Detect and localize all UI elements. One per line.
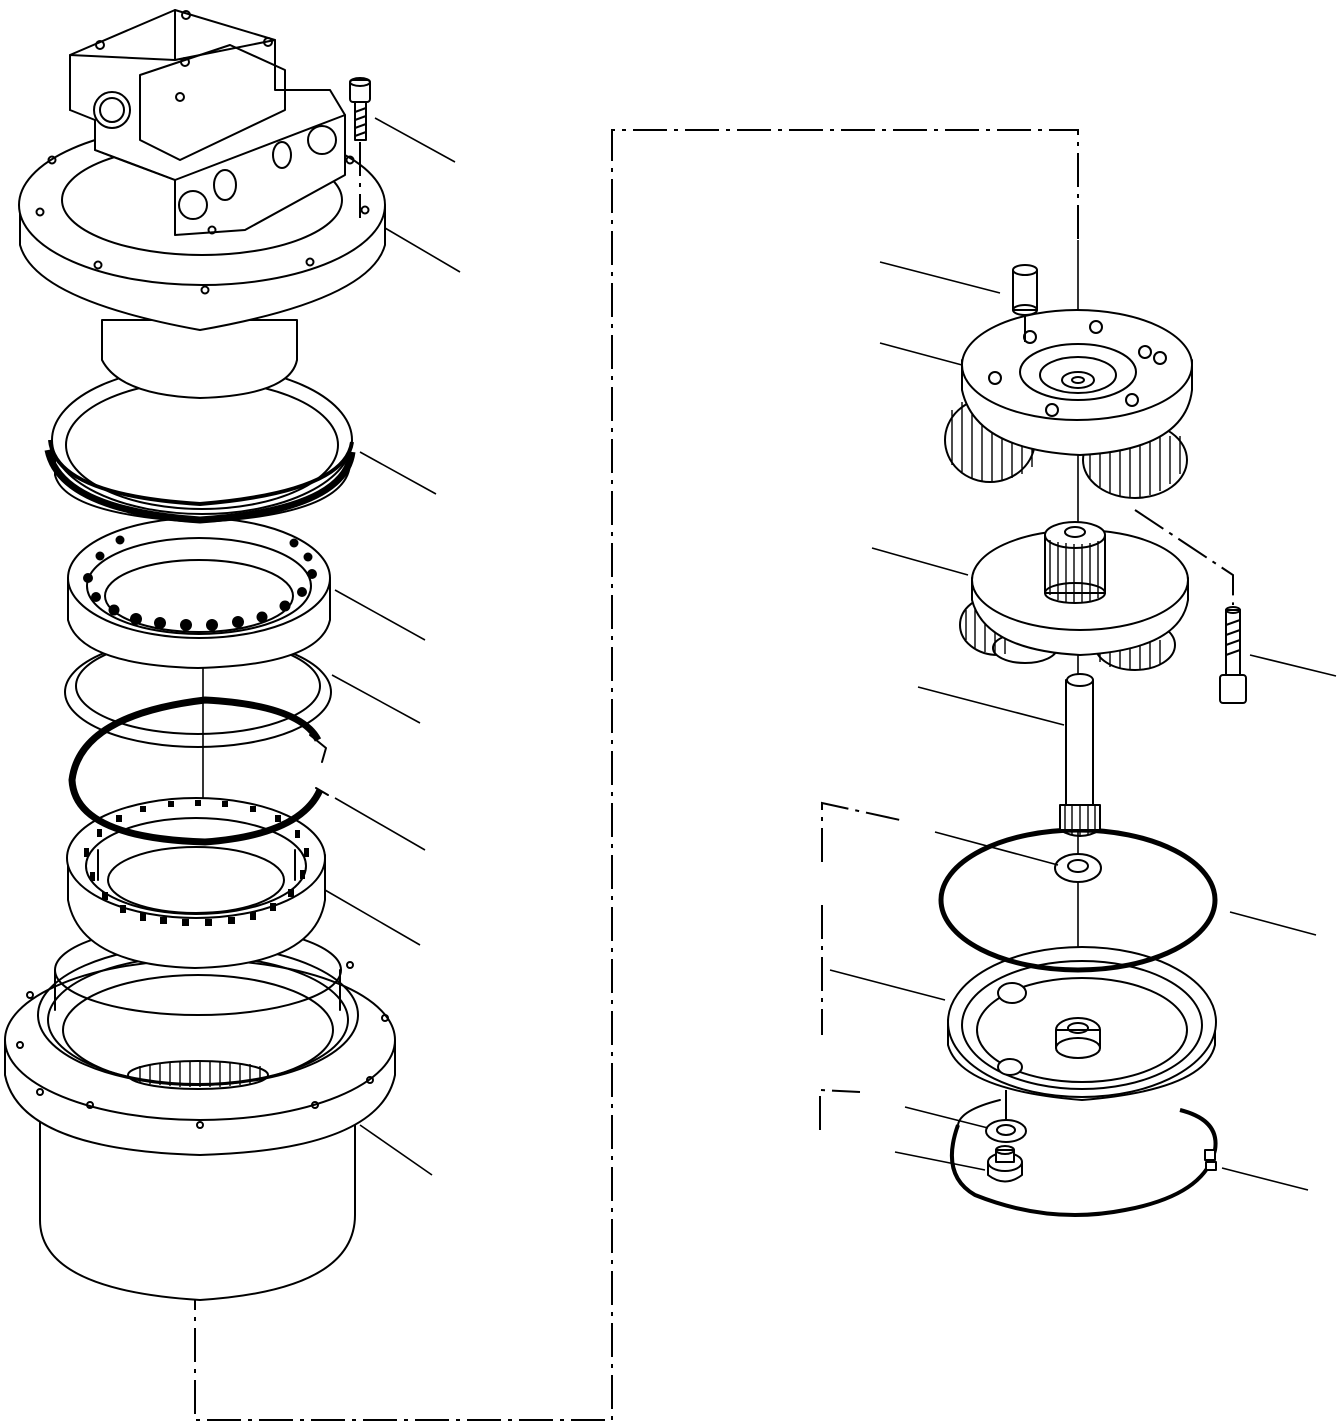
snap-ring	[68, 696, 329, 846]
housing-bolt-holes	[16, 961, 389, 1129]
planet-carrier-upper	[944, 309, 1193, 499]
planet-carrier-lower	[959, 521, 1189, 671]
cap-screw	[349, 77, 371, 218]
flange-bolt-holes	[35, 155, 370, 295]
internal-teeth	[139, 1061, 261, 1087]
drain-plug	[987, 1145, 1023, 1183]
connector-frame	[194, 129, 1234, 1421]
socket-screw	[1219, 606, 1247, 704]
ball-bearing	[67, 517, 331, 669]
bearing-balls	[83, 535, 317, 631]
washer	[985, 1090, 1027, 1143]
seal-ring	[44, 365, 356, 524]
bearing-rollers	[84, 800, 309, 926]
right-leaders	[829, 261, 1337, 1191]
motor-housing	[18, 9, 386, 399]
sun-gear	[1044, 521, 1106, 604]
roller-bearing	[66, 797, 326, 969]
cover-plate	[947, 946, 1217, 1101]
input-shaft	[1059, 673, 1101, 837]
thrust-washer	[1054, 853, 1102, 883]
left-leaders	[324, 117, 461, 1176]
retaining-ring	[949, 1099, 1218, 1217]
hub-housing	[4, 924, 396, 1301]
dowel-pin	[1012, 264, 1038, 342]
